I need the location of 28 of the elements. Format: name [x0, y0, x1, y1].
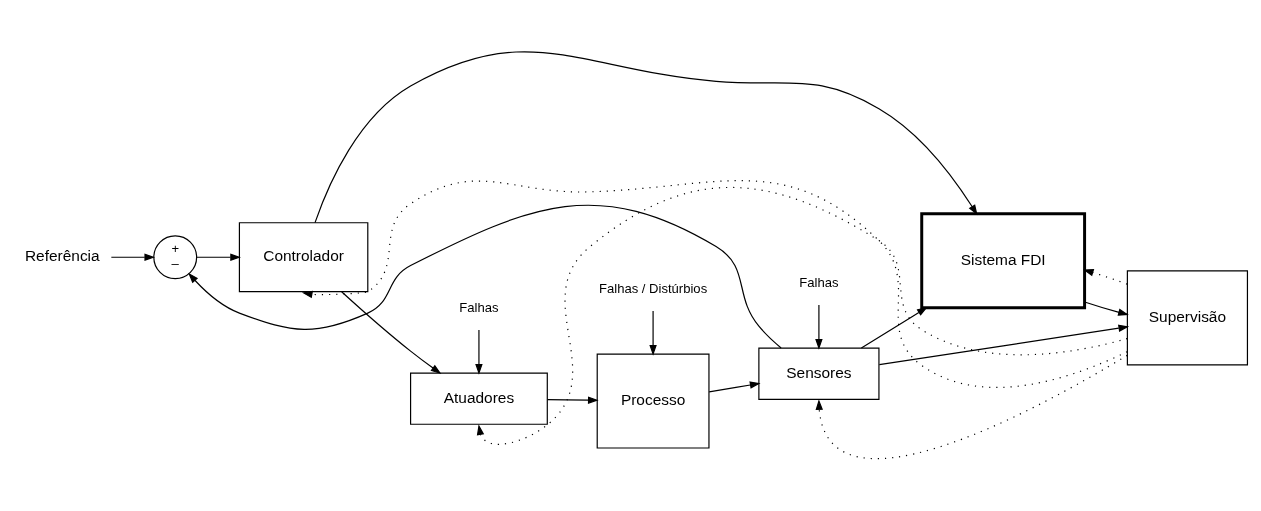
- node-circle: + –: [153, 235, 198, 280]
- arrow: [815, 304, 823, 350]
- node-text: Falhas: [799, 274, 839, 290]
- node-text: Referência: [24, 247, 100, 265]
- arrow: [649, 310, 657, 356]
- arrow: [815, 354, 1128, 460]
- arrow: [1084, 301, 1129, 316]
- arrow: [110, 253, 156, 261]
- node-text: Falhas / Distúrbios: [599, 280, 708, 296]
- arrow: [878, 324, 1130, 366]
- arrow: [708, 381, 761, 393]
- node-box: Sistema FDI: [920, 212, 1087, 310]
- node-text: Falhas: [459, 299, 499, 315]
- arrow: [314, 51, 978, 224]
- node-box: Sensores: [758, 347, 880, 400]
- arrow: [188, 204, 782, 349]
- node-box: Supervisão: [1126, 270, 1249, 366]
- arrow: [341, 291, 442, 375]
- node-box: Processo: [596, 353, 710, 449]
- arrow: [475, 329, 483, 375]
- arrow: [860, 306, 928, 349]
- node-box: Atuadores: [410, 372, 548, 425]
- arrow: [301, 180, 1128, 388]
- arrow: [476, 186, 1128, 445]
- arrow: [546, 396, 599, 404]
- arrow: [1082, 269, 1128, 285]
- node-box: Controlador: [238, 222, 369, 293]
- arrow: [196, 253, 241, 261]
